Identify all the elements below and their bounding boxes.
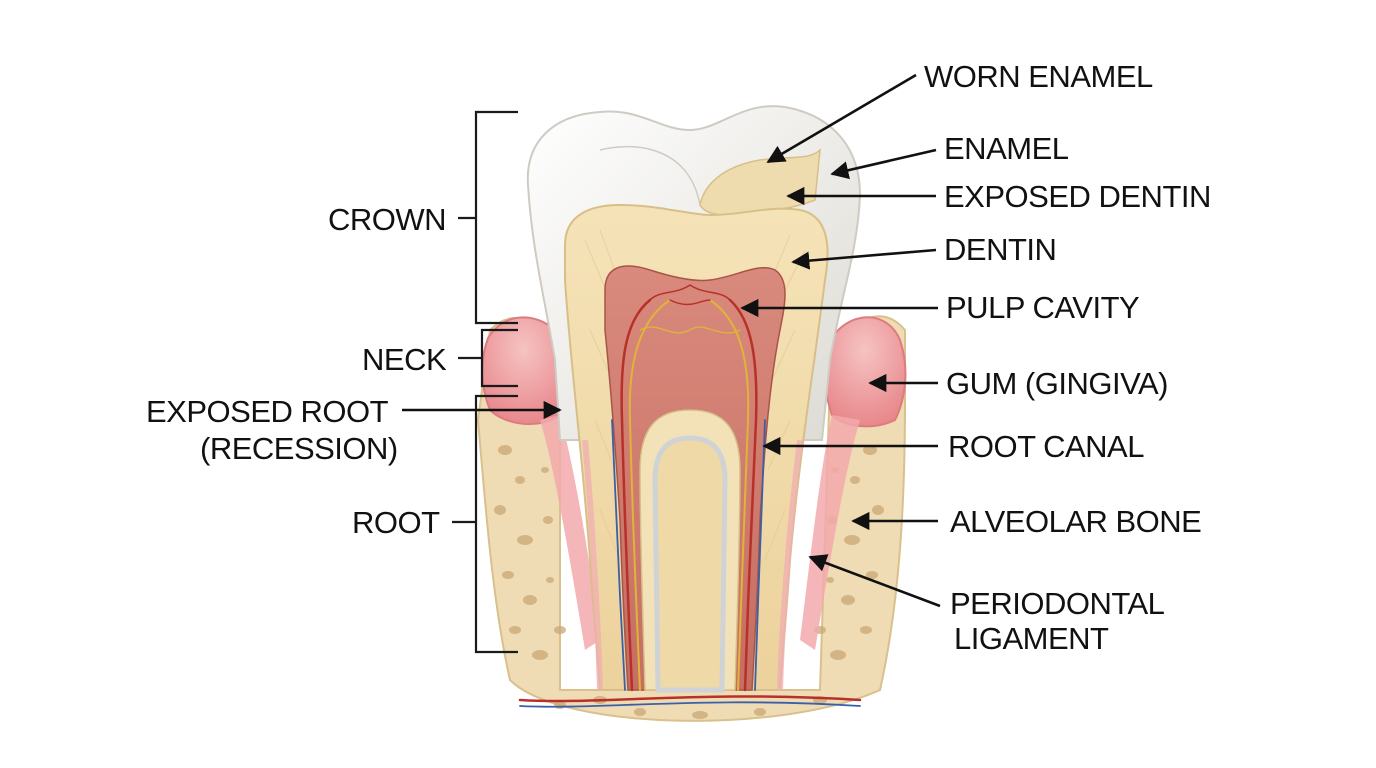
bone-pore <box>515 476 525 484</box>
bone-pore <box>844 535 860 545</box>
bone-pore <box>509 626 521 634</box>
enamel-arrow <box>830 148 937 180</box>
bone-pore <box>541 467 549 473</box>
leader-lines <box>402 73 941 608</box>
bone-pore <box>546 577 554 583</box>
tooth <box>518 105 862 708</box>
crown-bracket <box>474 110 518 325</box>
bone-pore <box>830 650 846 660</box>
label-gum: GUM (GINGIVA) <box>946 366 1168 401</box>
bone-pore <box>866 571 878 579</box>
bone-pore <box>634 708 646 716</box>
root-bracket <box>474 394 518 654</box>
label-alveolar-bone: ALVEOLAR BONE <box>950 504 1201 539</box>
bone-pore <box>826 577 834 583</box>
bone-pore <box>494 505 506 515</box>
bone-pore <box>872 505 884 515</box>
labels: WORN ENAMEL ENAMEL EXPOSED DENTIN DENTIN… <box>146 59 1211 656</box>
bone-pore <box>517 535 533 545</box>
bone-pore <box>850 476 860 484</box>
label-enamel: ENAMEL <box>944 131 1069 166</box>
bone-pore <box>754 708 766 716</box>
gum-region <box>481 316 907 650</box>
bone-pore <box>863 445 877 455</box>
label-exposed-root-line2: (RECESSION) <box>200 431 398 466</box>
label-neck: NECK <box>362 342 447 377</box>
bone-pore <box>860 626 872 634</box>
label-pulp-cavity: PULP CAVITY <box>946 290 1139 325</box>
periodontal-ligament-arrow <box>808 554 941 608</box>
worn-enamel-arrow <box>766 73 917 164</box>
bone-pore <box>543 516 553 524</box>
bone-pore <box>523 595 537 605</box>
label-periodontal-ligament-line2: LIGAMENT <box>954 621 1109 656</box>
label-exposed-dentin: EXPOSED DENTIN <box>944 179 1211 214</box>
bone-pore <box>498 445 512 455</box>
bone-pore <box>502 571 514 579</box>
dentin-arrow <box>791 248 937 270</box>
label-root: ROOT <box>352 505 440 540</box>
label-root-canal: ROOT CANAL <box>948 429 1144 464</box>
bone-pore <box>532 650 548 660</box>
bone-pore <box>554 626 566 634</box>
bone-pore <box>692 711 708 719</box>
label-worn-enamel: WORN ENAMEL <box>924 59 1153 94</box>
label-crown: CROWN <box>328 202 446 237</box>
label-exposed-root-line1: EXPOSED ROOT <box>146 394 389 429</box>
bone-pore <box>554 701 566 709</box>
bone-pore <box>841 595 855 605</box>
left-brackets <box>452 110 518 654</box>
label-periodontal-ligament-line1: PERIODONTAL <box>950 586 1165 621</box>
label-dentin: DENTIN <box>944 232 1056 267</box>
